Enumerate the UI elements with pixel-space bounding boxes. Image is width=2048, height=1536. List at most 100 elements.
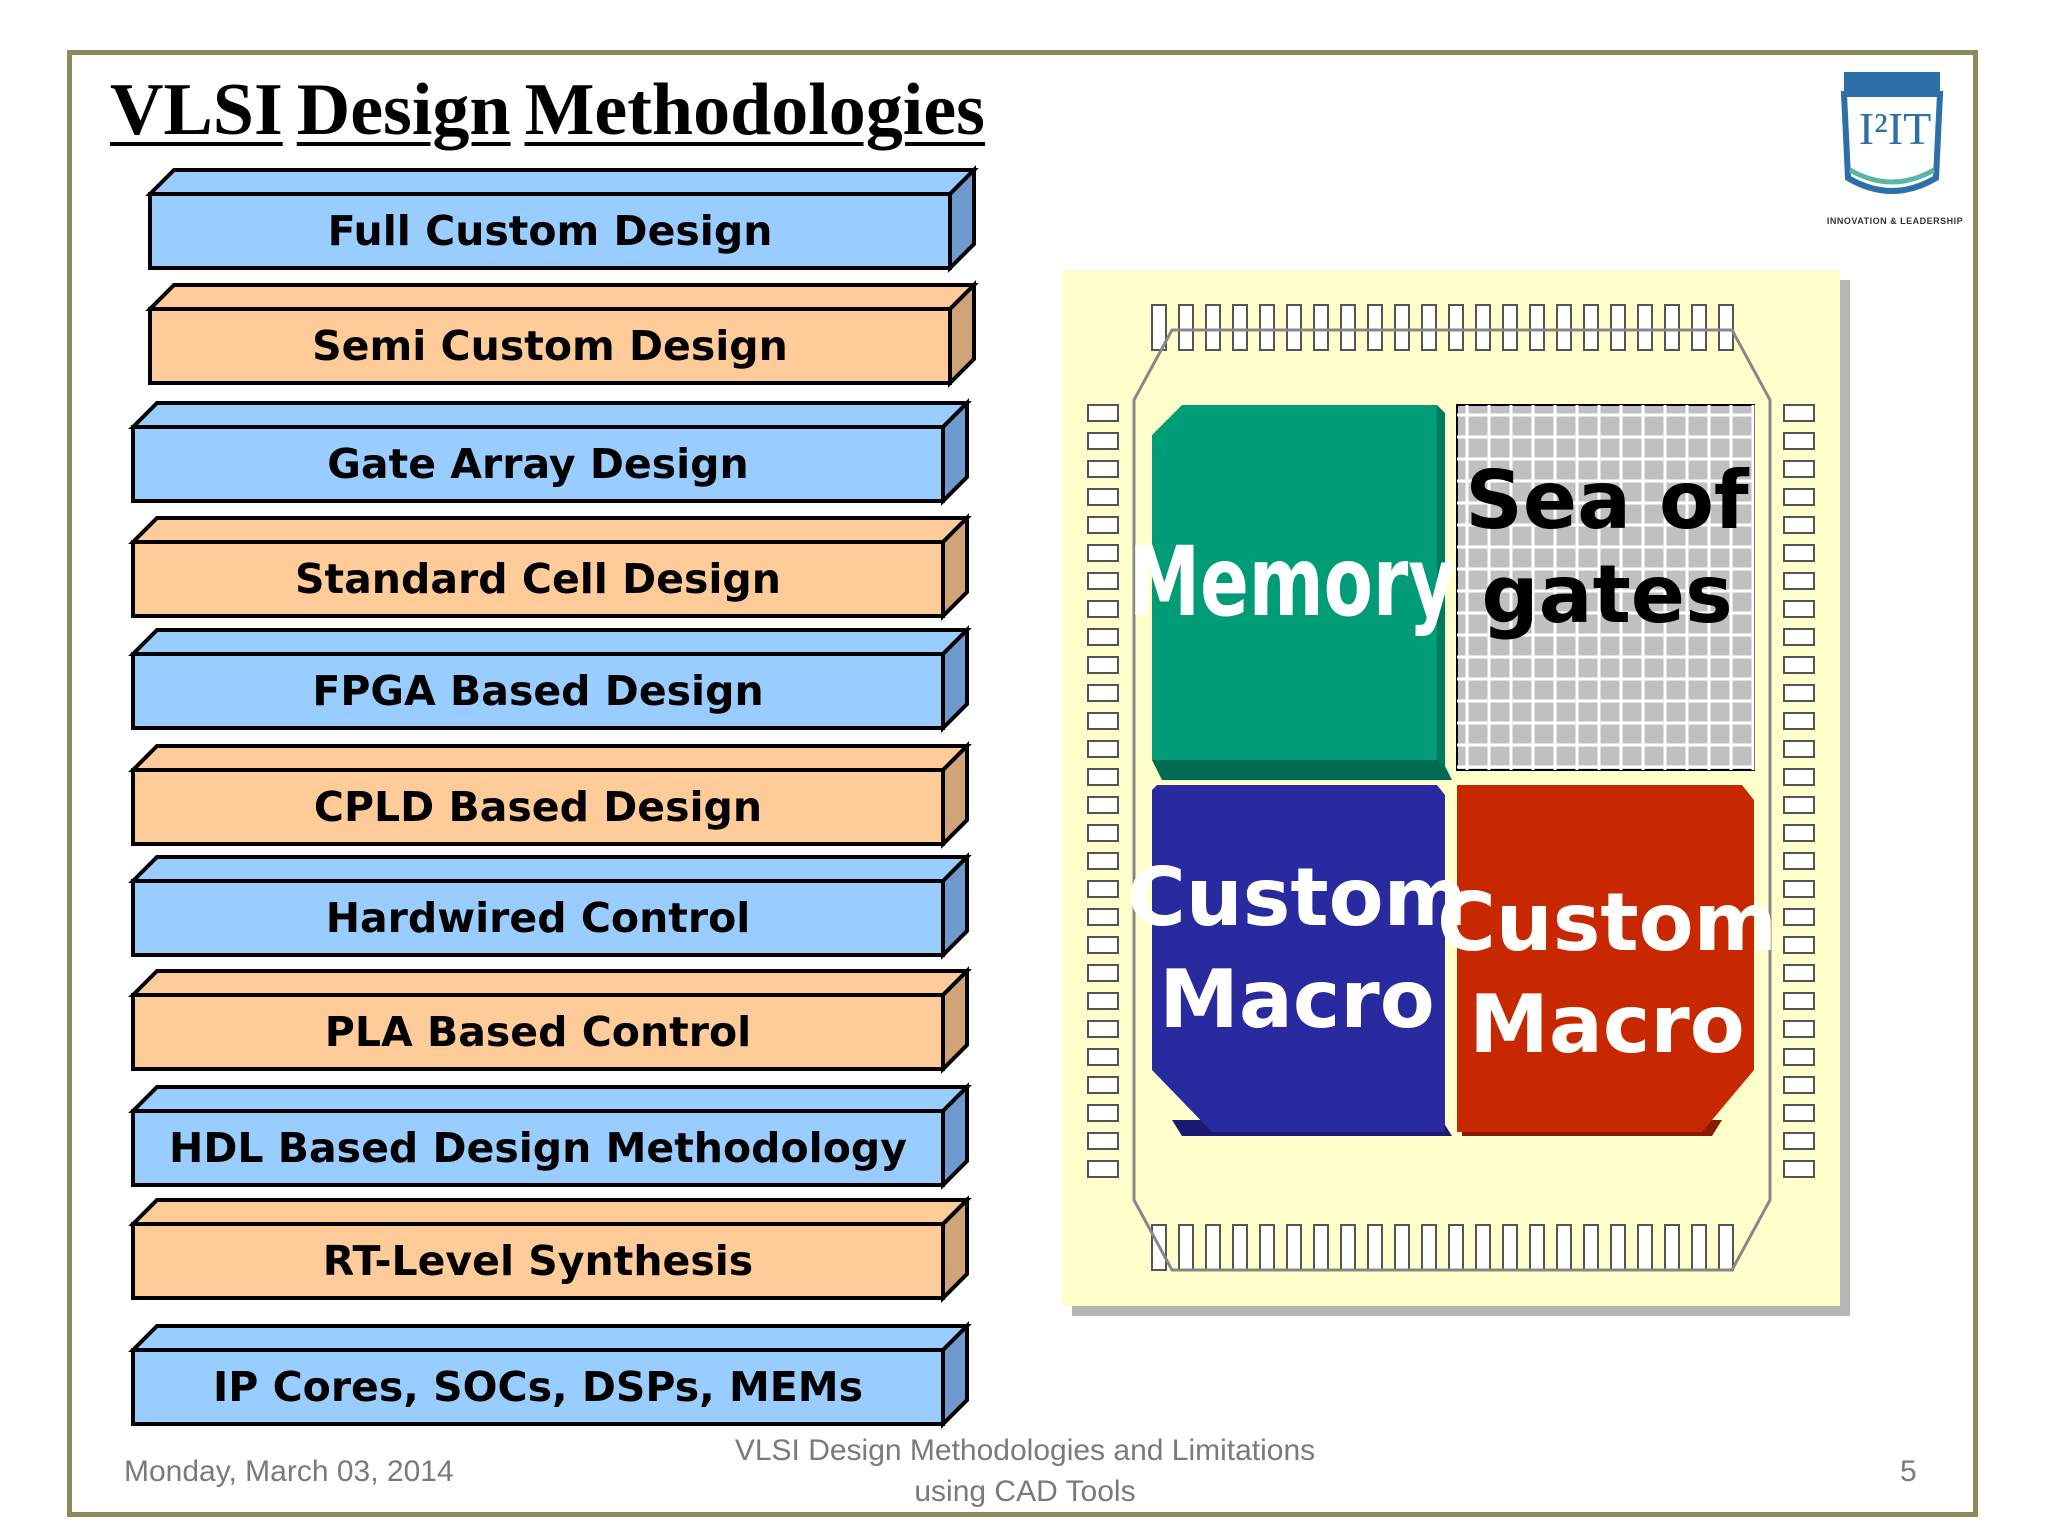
- methodology-label: FPGA Based Design: [312, 667, 764, 715]
- chip-pin: [1087, 432, 1119, 450]
- chip-pin: [1610, 304, 1626, 351]
- chip-pin: [1087, 460, 1119, 478]
- chip-pin: [1783, 936, 1815, 954]
- chip-pin: [1087, 544, 1119, 562]
- methodology-label: Semi Custom Design: [312, 322, 788, 370]
- chip-pins: [1087, 304, 1815, 1271]
- chip-pin: [1475, 304, 1491, 351]
- methodology-label: Hardwired Control: [325, 894, 751, 942]
- chip-pin: [1205, 1224, 1221, 1271]
- chip-pin: [1783, 880, 1815, 898]
- chip-pin: [1664, 1224, 1680, 1271]
- methodology-block: IP Cores, SOCs, DSPs, MEMs: [128, 1321, 972, 1429]
- sea-label-line2: gates: [1481, 548, 1732, 641]
- chip-pin: [1087, 404, 1119, 422]
- chip-pin: [1783, 432, 1815, 450]
- chip-pin: [1783, 656, 1815, 674]
- chip-pin: [1259, 1224, 1275, 1271]
- macro-blue-block: [1152, 785, 1445, 1132]
- methodology-label: CPLD Based Design: [313, 783, 763, 831]
- chip-pin: [1087, 684, 1119, 702]
- methodology-block: Gate Array Design: [128, 398, 972, 506]
- chip-pin: [1087, 740, 1119, 758]
- chip-pin: [1087, 852, 1119, 870]
- methodology-block: RT-Level Synthesis: [128, 1195, 972, 1303]
- methodology-block: Hardwired Control: [128, 852, 972, 960]
- chip-svg: Memory Sea of gates Custom Macro Custom …: [1062, 270, 1852, 1320]
- methodology-label: Full Custom Design: [327, 207, 773, 255]
- methodology-block: FPGA Based Design: [128, 625, 972, 733]
- chip-pin: [1783, 1160, 1815, 1178]
- chip-pin: [1783, 768, 1815, 786]
- macro-red-label-line1: Custom: [1437, 876, 1777, 969]
- chip-pin: [1087, 964, 1119, 982]
- methodology-label: RT-Level Synthesis: [322, 1237, 754, 1285]
- chip-pin: [1783, 964, 1815, 982]
- macro-red-block: [1457, 785, 1754, 1132]
- chip-pin: [1783, 712, 1815, 730]
- chip-pin: [1502, 1224, 1518, 1271]
- chip-pin: [1783, 796, 1815, 814]
- sea-label-line1: Sea of: [1465, 454, 1750, 547]
- chip-pin: [1637, 304, 1653, 351]
- chip-pin: [1583, 304, 1599, 351]
- chip-pin: [1783, 628, 1815, 646]
- chip-pin: [1783, 1048, 1815, 1066]
- memory-block-side: [1152, 760, 1452, 780]
- methodology-block: PLA Based Control: [128, 966, 972, 1074]
- chip-pin: [1783, 1076, 1815, 1094]
- chip-pin: [1783, 516, 1815, 534]
- chip-pin: [1783, 1132, 1815, 1150]
- methodology-label: Gate Array Design: [327, 440, 749, 488]
- chip-pin: [1783, 740, 1815, 758]
- chip-pin: [1783, 544, 1815, 562]
- methodology-block: Standard Cell Design: [128, 513, 972, 621]
- chip-pin: [1475, 1224, 1491, 1271]
- chip-pin: [1340, 304, 1356, 351]
- chip-pin: [1087, 572, 1119, 590]
- chip-pin: [1783, 1104, 1815, 1122]
- footer-date: Monday, March 03, 2014: [124, 1455, 454, 1488]
- methodology-label: IP Cores, SOCs, DSPs, MEMs: [213, 1363, 863, 1411]
- chip-pin: [1178, 304, 1194, 351]
- i2it-logo: I²IT INNOVATION & LEADERSHIP: [1800, 66, 1990, 236]
- chip-pin: [1087, 1104, 1119, 1122]
- methodology-block: Full Custom Design: [145, 165, 979, 273]
- chip-pin: [1087, 936, 1119, 954]
- chip-pin: [1421, 304, 1437, 351]
- chip-pin: [1087, 600, 1119, 618]
- chip-pin: [1529, 1224, 1545, 1271]
- title-word: VLSI: [110, 69, 283, 151]
- macro-red-label-line2: Macro: [1469, 978, 1744, 1071]
- sea-of-gates-grid: [1457, 405, 1755, 770]
- chip-pin: [1394, 1224, 1410, 1271]
- chip-pin: [1718, 304, 1734, 351]
- chip-pin: [1394, 304, 1410, 351]
- memory-block-edge: [1437, 405, 1445, 770]
- chip-pin: [1087, 628, 1119, 646]
- chip-pin: [1556, 1224, 1572, 1271]
- chip-pin: [1286, 1224, 1302, 1271]
- chip-pin: [1087, 1048, 1119, 1066]
- chip-pin: [1783, 600, 1815, 618]
- chip-pin: [1087, 1076, 1119, 1094]
- chip-pin: [1783, 572, 1815, 590]
- chip-pin: [1783, 908, 1815, 926]
- chip-pin: [1783, 488, 1815, 506]
- methodology-label: PLA Based Control: [324, 1008, 752, 1056]
- macro-blue-label-line1: Custom: [1127, 851, 1467, 944]
- chip-pin: [1205, 304, 1221, 351]
- macro-blue-label-line2: Macro: [1159, 953, 1434, 1046]
- title-word: Methodologies: [524, 69, 985, 151]
- methodology-block: CPLD Based Design: [128, 741, 972, 849]
- chip-diagram: Memory Sea of gates Custom Macro Custom …: [1062, 270, 1852, 1320]
- chip-pin: [1087, 1160, 1119, 1178]
- chip-pin: [1529, 304, 1545, 351]
- chip-pin: [1783, 824, 1815, 842]
- chip-pin: [1421, 1224, 1437, 1271]
- chip-pin: [1151, 304, 1167, 351]
- chip-pin: [1087, 656, 1119, 674]
- chip-pin: [1087, 992, 1119, 1010]
- chip-pin: [1502, 304, 1518, 351]
- chip-pin: [1340, 1224, 1356, 1271]
